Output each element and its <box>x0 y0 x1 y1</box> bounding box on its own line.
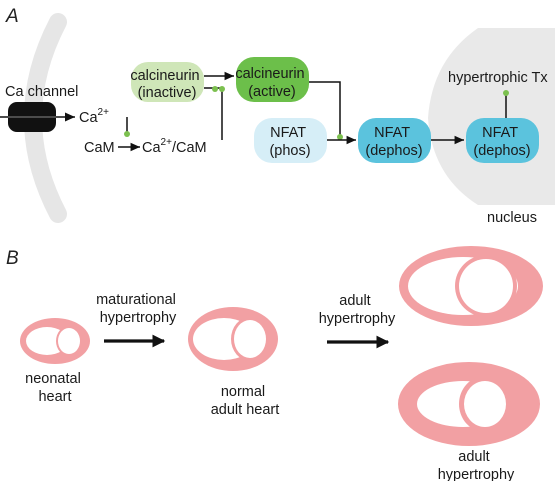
panel-a-label: A <box>5 6 19 27</box>
cam-label: CaM <box>84 140 115 156</box>
neonatal-heart-icon <box>20 318 90 364</box>
nfat-phos-node <box>254 118 327 163</box>
nfat-dephos-nuclear-node <box>466 118 539 163</box>
dilated-hypertrophy-heart-icon <box>399 246 543 326</box>
calcineurin-active-node <box>236 57 309 102</box>
normal-adult-heart-icon <box>188 307 278 371</box>
nfat-dephos-nuclear-label: NFAT (dephos) <box>473 125 530 159</box>
hypertrophic-tx-label: hypertrophic Tx <box>448 70 548 86</box>
panel-b-label: B <box>6 248 19 269</box>
nucleus-label: nucleus <box>487 210 537 226</box>
ca-channel-label: Ca channel <box>5 84 78 100</box>
adult-hypertrophy-arrow-label: adult hypertrophy <box>319 293 396 327</box>
nucleus-region <box>428 28 555 205</box>
nfat-dephos-label: NFAT (dephos) <box>365 125 422 159</box>
adult-hypertrophy-heart-label: adult hypertrophy <box>438 449 515 481</box>
binding-dot-2 <box>219 86 225 92</box>
ca-ion-label: Ca2+ <box>79 107 109 126</box>
calcineurin-active-label: calcineurin (active) <box>235 66 308 100</box>
concentric-hypertrophy-heart-icon <box>398 362 540 446</box>
nfat-dephos-node <box>358 118 431 163</box>
calcineurin-to-nfat-line <box>309 81 341 135</box>
neonatal-heart-label: neonatal heart <box>25 371 85 405</box>
junction-dot <box>124 131 130 137</box>
calcineurin-inactive-label: calcineurin (inactive) <box>130 68 203 101</box>
binding-dot-1 <box>212 86 218 92</box>
nfat-phos-label: NFAT (phos) <box>269 125 310 159</box>
maturational-hypertrophy-label: maturational hypertrophy <box>96 292 180 326</box>
ca-cam-complex-label: Ca2+/CaM <box>142 137 207 156</box>
dephos-dot <box>337 134 343 140</box>
calcineurin-inactive-node <box>131 62 204 102</box>
transcription-dot <box>503 90 509 96</box>
normal-adult-heart-label: normal adult heart <box>211 384 280 418</box>
